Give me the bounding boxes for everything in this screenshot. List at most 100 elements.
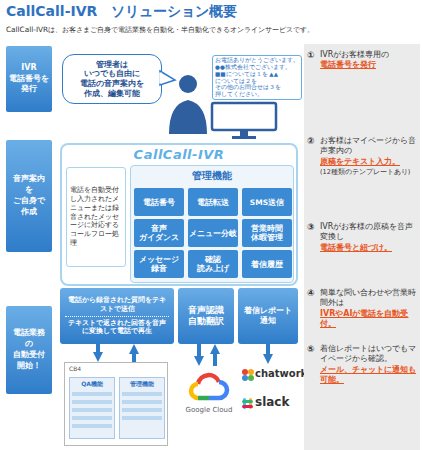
screenshot-column: QA機能	[69, 377, 115, 439]
monitor-stand	[240, 130, 248, 136]
node-text: 電話業務 の 自動受付 開始！	[9, 328, 49, 371]
chatwork-icon	[242, 369, 254, 381]
logo-petal	[242, 369, 248, 375]
monitor-screen	[212, 103, 276, 130]
feature-button: 音声 ガイダンス	[134, 219, 184, 247]
step-band: 電話業務 の 自動受付 開始！	[6, 306, 52, 394]
node-text: 営業時間 休暇管理	[242, 224, 292, 242]
person-body	[169, 100, 207, 134]
step-note-body: IVRがお客様専用の電話番号を発行	[320, 50, 417, 71]
node-text: 電話から録音された質問をテキストで送信	[65, 296, 169, 313]
feature-button: 着信履歴	[242, 250, 292, 278]
callout-number: ⑤	[307, 344, 315, 355]
node-text: お電話ありがとうございます。 ●●株式会社でございます。 ■■については１を ▲…	[215, 57, 299, 99]
node-text: CallCall-IVR	[62, 147, 296, 162]
node-text: QA機能	[70, 380, 114, 389]
node-text: slack	[255, 395, 289, 409]
service-logo: Google Cloud	[180, 366, 238, 416]
node-text: 電話を自動受付し入力されたメニューまたは録音されたメッセージに対応するコールフロ…	[70, 186, 122, 247]
node-text: 管理機能	[131, 169, 293, 183]
node-text: CB4	[65, 363, 167, 374]
google-cloud-logo	[191, 375, 227, 398]
feature-button: 営業時間 休暇管理	[242, 219, 292, 247]
node-text: 着信レポート 通知	[242, 306, 294, 327]
logo-arc	[209, 382, 227, 398]
step-note: ① IVRがお客様専用の電話番号を発行	[307, 50, 417, 71]
highlight-text: IVRやAIが電話を自動受付。	[320, 309, 417, 330]
node-text: メニュー分岐	[188, 229, 238, 238]
flow-arrow	[132, 350, 136, 362]
feature-button: 確認 読み上げ	[188, 250, 238, 278]
product-panel: CallCall-IVR 電話を自動受付し入力されたメニューまたは録音されたメッセ…	[60, 143, 298, 286]
feature-button: 電話番号	[134, 188, 184, 216]
node-text: テキストで返された回答を音声に変換して電話で再生	[65, 316, 169, 336]
process-box: 着信レポート 通知	[238, 288, 298, 344]
subtitle-text: CallCall-IVRは、お客さまご自身で電話業務を自動化・半自動化できるオン…	[6, 25, 314, 35]
flow-arrow	[197, 344, 201, 360]
node-text: chatwork	[255, 368, 307, 379]
callout-number: ④	[307, 288, 315, 299]
page-title: CallCall-IVR ソリューション概要	[6, 3, 237, 21]
step-note-body: お客様はマイページから音声案内の原稿をテキスト入力。(12種類のテンプレートあり…	[320, 136, 417, 177]
step-note: ③ IVRがお客様の原稿を音声変換し電話番号と紐づけ。	[307, 222, 417, 253]
highlight-text: 電話番号を発行	[320, 60, 417, 70]
service-logo: slack	[238, 392, 302, 416]
callflow-box: 電話を自動受付し入力されたメニューまたは録音されたメッセージに対応するコールフロ…	[66, 167, 126, 267]
step-band: 音声案内 を ご自身で 作成	[6, 140, 52, 252]
node-text: 着信履歴	[242, 260, 292, 269]
step-notes: ① IVRがお客様専用の電話番号を発行 ② お客様はマイページから音声案内の原稿をテキ…	[304, 44, 420, 450]
callout-number: ①	[307, 50, 315, 61]
step-note: ④ 簡単な問い合わせや営業時間外はIVRやAIが電話を自動受付。	[307, 288, 417, 330]
node-text: 音声案内 を ご自身で 作成	[9, 174, 49, 217]
logo-bar	[242, 405, 253, 408]
note-text: 着信レポートはいつでもマイページから確認。	[320, 344, 417, 365]
node-text: 管理者は いつでも自由に 電話の音声案内を 作成、編集可能	[75, 60, 149, 99]
node-text: 音声認識 自動翻訳	[181, 305, 231, 327]
feature-button: SMS送信	[242, 188, 292, 216]
note-text: IVRがお客様の原稿を音声変換し	[320, 222, 417, 243]
flow-arrow	[213, 350, 217, 366]
bubble-tail	[160, 71, 175, 85]
node-text: 確認 読み上げ	[193, 255, 233, 273]
process-box: 音声認識 自動翻訳	[178, 288, 234, 344]
node-text: Google Cloud	[180, 406, 238, 414]
person-icon	[169, 75, 207, 134]
highlight-text: メール、チャットに通知も可能。	[320, 365, 417, 386]
logo-arc	[191, 384, 198, 398]
node-text: SMS送信	[242, 198, 292, 207]
node-text: メッセージ 録音	[134, 255, 184, 273]
node-text: 電話番号	[134, 198, 184, 207]
callout-number: ②	[307, 136, 315, 147]
node-text: 電話転送	[188, 198, 238, 207]
feature-button: メニュー分岐	[188, 219, 238, 247]
flow-arrow	[96, 344, 100, 356]
service-logo: chatwork	[238, 364, 302, 386]
highlight-text: 電話番号と紐づけ。	[320, 243, 417, 253]
highlight-text: 原稿をテキスト入力。	[320, 157, 417, 167]
callout-number: ③	[307, 222, 315, 233]
screenshot-box: CB4QA機能管理機能	[64, 362, 168, 446]
logo-petal	[248, 375, 254, 381]
feature-button: 電話転送	[188, 188, 238, 216]
node-text: 管理機能	[120, 380, 164, 389]
note-text: (12種類のテンプレートあり)	[320, 168, 417, 176]
step-note-body: 簡単な問い合わせや営業時間外はIVRやAIが電話を自動受付。	[320, 288, 417, 330]
feature-group: 管理機能電話番号電話転送 SMS送信音声 ガイダンスメニュー分岐営業時間 休暇管理…	[130, 165, 294, 283]
logo-arc	[198, 375, 219, 384]
speech-bubble: 管理者は いつでも自由に 電話の音声案内を 作成、編集可能	[62, 54, 162, 104]
logo-petal	[242, 375, 248, 381]
screen-callout: お電話ありがとうございます。 ●●株式会社でございます。 ■■については１を ▲…	[212, 55, 302, 100]
note-text: IVRがお客様専用の	[320, 50, 417, 60]
screenshot-column: 管理機能	[119, 377, 165, 439]
step-band: IVR 電話番号を 発行	[6, 46, 52, 112]
person-head	[179, 75, 197, 93]
flow-arrow	[266, 344, 270, 358]
step-note-body: IVRがお客様の原稿を音声変換し電話番号と紐づけ。	[320, 222, 417, 253]
node-text: 音声 ガイダンス	[134, 224, 184, 242]
slack-icon	[242, 398, 253, 409]
feature-button: メッセージ 録音	[134, 250, 184, 278]
step-note: ⑤ 着信レポートはいつでもマイページから確認。メール、チャットに通知も可能。	[307, 344, 417, 386]
step-note-body: 着信レポートはいつでもマイページから確認。メール、チャットに通知も可能。	[320, 344, 417, 386]
monitor-icon	[212, 103, 276, 139]
